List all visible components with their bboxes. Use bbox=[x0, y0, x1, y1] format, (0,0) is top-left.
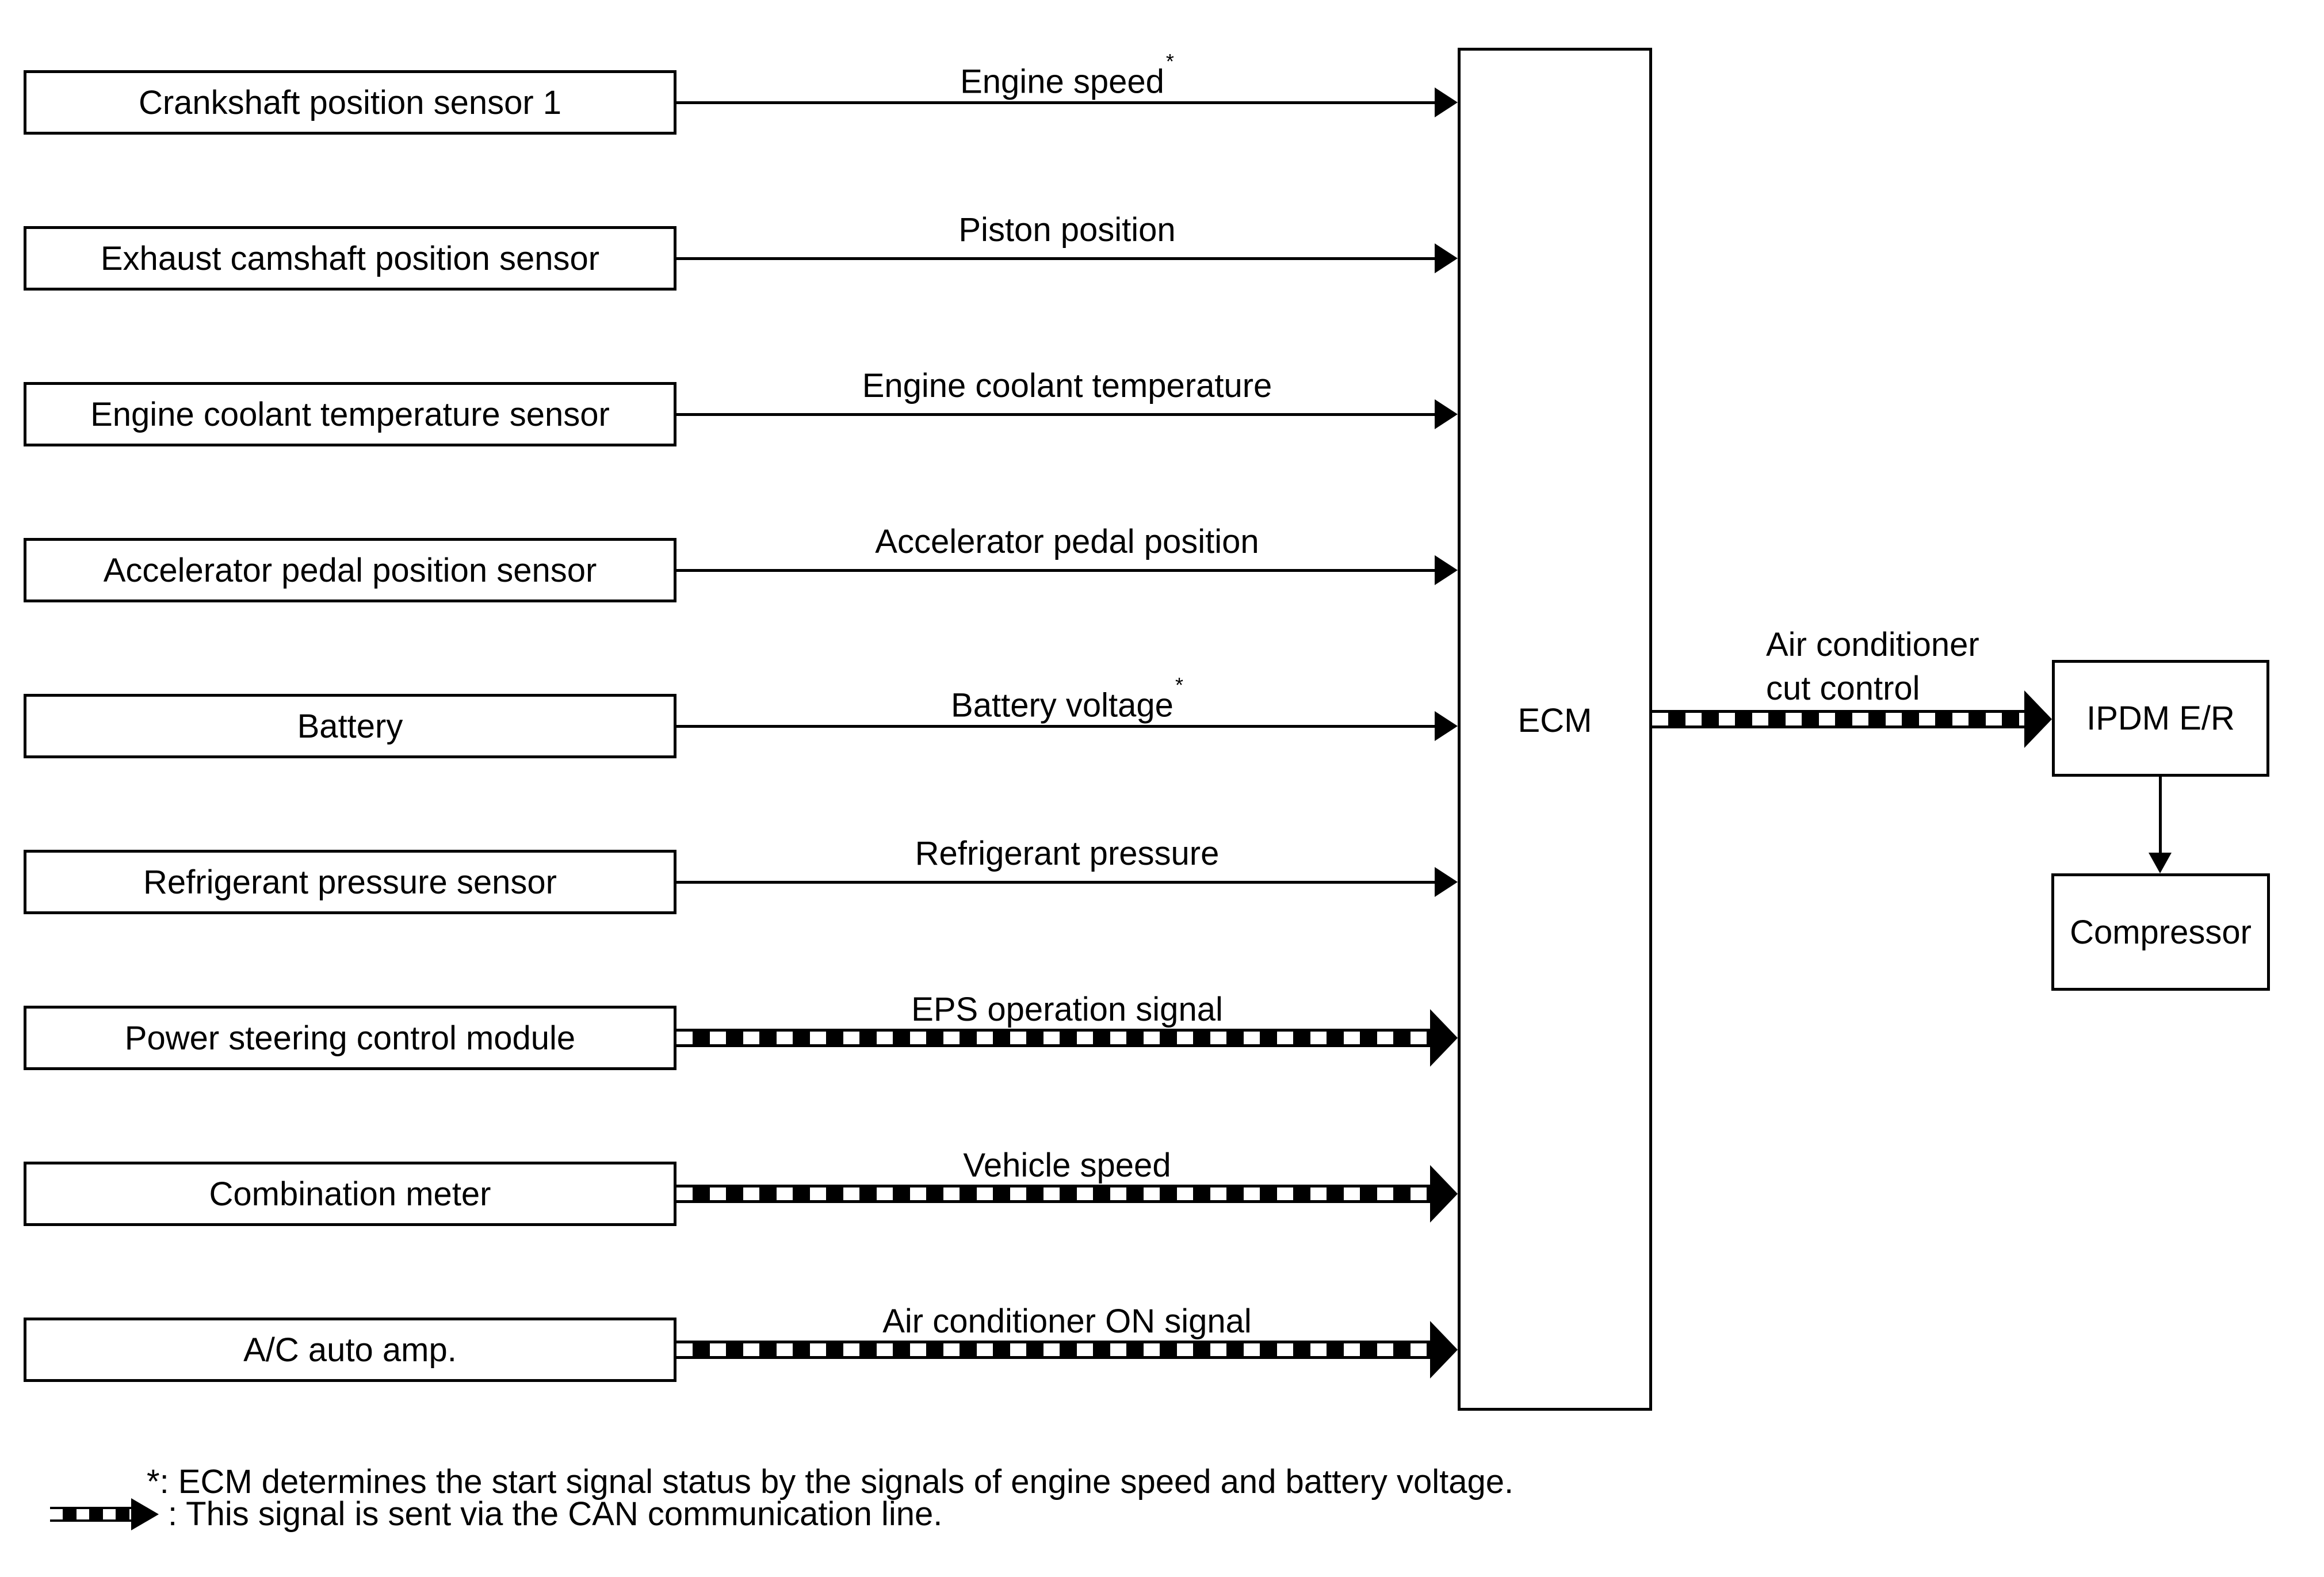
solid-arrow-shaft bbox=[676, 257, 1435, 260]
signal-label-text: Refrigerant pressure bbox=[915, 835, 1220, 872]
signal-label: Air conditioner ON signal bbox=[676, 1300, 1458, 1343]
solid-arrow-head bbox=[1435, 87, 1458, 117]
signal-label-text: Engine coolant temperature bbox=[862, 367, 1272, 404]
signal-label-text: EPS operation signal bbox=[911, 991, 1223, 1028]
source-label: Engine coolant temperature sensor bbox=[90, 395, 610, 433]
signal-row: Combination meter Vehicle speed bbox=[0, 1147, 2324, 1226]
signal-label: Accelerator pedal position bbox=[676, 521, 1458, 563]
can-arrow-shaft bbox=[676, 1029, 1430, 1047]
can-arrow-head bbox=[1430, 1165, 1458, 1223]
signal-row: Engine coolant temperature sensor Engine … bbox=[0, 367, 2324, 446]
source-label: Exhaust camshaft position sensor bbox=[100, 239, 600, 277]
signal-label-text: Air conditioner ON signal bbox=[882, 1303, 1252, 1340]
source-box: Power steering control module bbox=[24, 1006, 676, 1070]
ecm-box: ECM bbox=[1458, 48, 1652, 1411]
source-box: Refrigerant pressure sensor bbox=[24, 850, 676, 914]
output-signal-label-line2: cut control bbox=[1766, 670, 1920, 707]
signal-label-text: Battery voltage bbox=[951, 686, 1174, 724]
source-box: Combination meter bbox=[24, 1162, 676, 1226]
can-arrow-head bbox=[1430, 1009, 1458, 1067]
can-legend-symbol-arrowhead bbox=[131, 1498, 159, 1530]
ecm-label: ECM bbox=[1518, 702, 1592, 739]
signal-label: Vehicle speed bbox=[676, 1144, 1458, 1187]
compressor-label: Compressor bbox=[2070, 913, 2252, 951]
source-box: Battery bbox=[24, 694, 676, 758]
solid-arrow-head bbox=[1435, 243, 1458, 273]
signal-label: Piston position bbox=[676, 209, 1458, 251]
solid-arrow-head bbox=[1435, 867, 1458, 897]
signal-label: EPS operation signal bbox=[676, 988, 1458, 1031]
solid-arrow-shaft bbox=[676, 101, 1435, 104]
can-arrow-shaft bbox=[676, 1185, 1430, 1203]
can-arrow-shaft bbox=[676, 1341, 1430, 1359]
can-legend-symbol-shaft bbox=[50, 1507, 131, 1522]
solid-arrow-shaft bbox=[676, 569, 1435, 572]
ipdm-to-compressor-arrowhead bbox=[2149, 853, 2172, 873]
output-signal-label-line1: Air conditioner bbox=[1766, 626, 1979, 663]
output-can-arrow-head bbox=[2024, 690, 2052, 748]
source-box: Crankshaft position sensor 1 bbox=[24, 70, 676, 135]
signal-label-text: Accelerator pedal position bbox=[875, 523, 1259, 560]
source-box: Accelerator pedal position sensor bbox=[24, 538, 676, 602]
signal-asterisk: * bbox=[1175, 673, 1183, 697]
source-label: Accelerator pedal position sensor bbox=[103, 551, 597, 589]
solid-arrow-shaft bbox=[676, 725, 1435, 728]
source-label: Refrigerant pressure sensor bbox=[143, 863, 557, 901]
signal-label-text: Vehicle speed bbox=[963, 1147, 1171, 1184]
source-label: A/C auto amp. bbox=[243, 1331, 457, 1369]
signal-row: Refrigerant pressure sensor Refrigerant p… bbox=[0, 835, 2324, 914]
source-label: Combination meter bbox=[209, 1175, 491, 1213]
signal-row: Battery Battery voltage* bbox=[0, 673, 2324, 758]
signal-row: Accelerator pedal position sensor Acceler… bbox=[0, 523, 2324, 602]
solid-arrow-head bbox=[1435, 399, 1458, 429]
compressor-box: Compressor bbox=[2051, 873, 2270, 991]
signal-label-text: Engine speed bbox=[960, 63, 1164, 101]
signal-row: Crankshaft position sensor 1 Engine speed… bbox=[0, 49, 2324, 135]
source-box: A/C auto amp. bbox=[24, 1318, 676, 1382]
output-can-arrow-shaft bbox=[1652, 710, 2024, 728]
source-label: Battery bbox=[297, 707, 403, 745]
solid-arrow-shaft bbox=[676, 413, 1435, 416]
source-box: Exhaust camshaft position sensor bbox=[24, 226, 676, 291]
output-signal-label: Air conditioner cut control bbox=[1766, 623, 1979, 711]
solid-arrow-shaft bbox=[676, 881, 1435, 884]
signal-label-text: Piston position bbox=[958, 211, 1176, 249]
can-footnote: : This signal is sent via the CAN commun… bbox=[168, 1495, 943, 1533]
signal-label: Engine speed* bbox=[676, 49, 1458, 100]
ipdm-box: IPDM E/R bbox=[2052, 660, 2269, 777]
signal-row: Power steering control module EPS operati… bbox=[0, 991, 2324, 1070]
source-label: Crankshaft position sensor 1 bbox=[138, 83, 562, 121]
signal-label: Refrigerant pressure bbox=[676, 833, 1458, 875]
solid-arrow-head bbox=[1435, 711, 1458, 741]
signal-label: Battery voltage* bbox=[676, 673, 1458, 724]
source-box: Engine coolant temperature sensor bbox=[24, 382, 676, 446]
signal-row: Exhaust camshaft position sensor Piston p… bbox=[0, 211, 2324, 291]
solid-arrow-head bbox=[1435, 555, 1458, 585]
can-arrow-head bbox=[1430, 1321, 1458, 1379]
source-label: Power steering control module bbox=[124, 1019, 576, 1057]
ipdm-label: IPDM E/R bbox=[2086, 700, 2235, 737]
signal-label: Engine coolant temperature bbox=[676, 365, 1458, 407]
ipdm-to-compressor-line bbox=[2159, 777, 2162, 854]
asterisk-footnote: *: ECM determines the start signal statu… bbox=[147, 1463, 1514, 1500]
signal-asterisk: * bbox=[1165, 49, 1174, 73]
signal-row: A/C auto amp. Air conditioner ON signal bbox=[0, 1303, 2324, 1382]
